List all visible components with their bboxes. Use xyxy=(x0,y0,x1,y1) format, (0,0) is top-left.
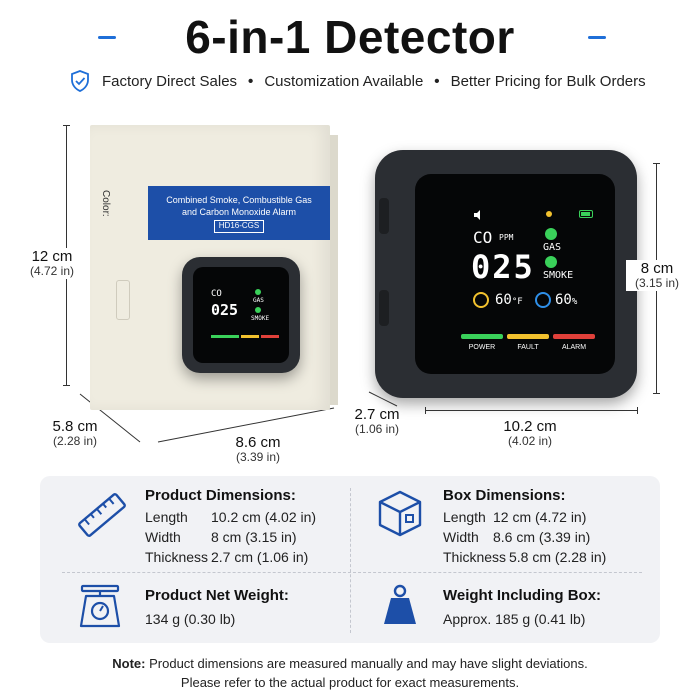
net-weight-value: 134 g (0.30 lb) xyxy=(145,611,236,627)
humidity-icon xyxy=(535,292,551,308)
gas-flame-icon xyxy=(545,228,557,240)
gross-weight-value: Approx. 185 g (0.41 lb) xyxy=(443,611,586,627)
alarm-indicator xyxy=(553,334,595,339)
feature-factory-direct: Factory Direct Sales xyxy=(102,72,238,90)
feature-customization: Customization Available xyxy=(264,72,424,90)
device-thickness-label: 2.7 cm (1.06 in) xyxy=(354,406,400,437)
box-model-number: HD16-CGS xyxy=(213,220,265,234)
box-label-band: Combined Smoke, Combustible Gas and Carb… xyxy=(148,186,330,240)
guide-tick xyxy=(425,407,426,414)
feature-bulk-pricing: Better Pricing for Bulk Orders xyxy=(450,72,646,90)
guide-tick xyxy=(653,163,660,164)
side-button-bottom xyxy=(379,290,389,326)
box-tab-cutout xyxy=(116,280,130,320)
alarm-label: ALARM xyxy=(561,344,587,351)
speaker-icon xyxy=(474,210,480,220)
bullet-separator: • xyxy=(434,72,440,90)
power-indicator xyxy=(461,334,503,339)
temperature-value: 60 xyxy=(495,292,512,308)
feature-line: Factory Direct Sales • Customization Ava… xyxy=(70,69,646,93)
note-line-2: Please refer to the actual product for e… xyxy=(180,675,520,690)
box-depth-label: 5.8 cm (2.28 in) xyxy=(52,418,98,449)
net-weight-title: Product Net Weight: xyxy=(145,587,289,604)
weight-icon xyxy=(384,584,416,624)
humidity-value: 60 xyxy=(555,292,572,308)
shield-check-icon xyxy=(71,70,89,92)
sun-icon xyxy=(546,211,552,217)
box-device-image: CO 025 GAS SMOKE xyxy=(182,257,300,373)
device-width-label: 10.2 cm (4.02 in) xyxy=(503,418,557,449)
box-width-label: 8.6 cm (3.39 in) xyxy=(235,434,281,465)
smoke-status-dot xyxy=(255,307,261,313)
battery-icon xyxy=(579,210,593,218)
gas-label: GAS xyxy=(543,242,562,253)
device-thickness-guide xyxy=(368,391,398,407)
scale-icon xyxy=(79,584,121,628)
title-accent-right xyxy=(588,36,606,39)
gas-status-dot xyxy=(255,289,261,295)
power-label: POWER xyxy=(468,344,496,351)
page-title: 6-in-1 Detector xyxy=(185,11,515,63)
temperature-unit: °F xyxy=(511,297,523,307)
device-screen: CO PPM 025 GAS SMOKE 60°F 60% POWER FAUL… xyxy=(415,174,615,374)
product-dimensions-title: Product Dimensions: xyxy=(145,487,296,504)
note-label: Note: xyxy=(112,656,146,671)
card-horizontal-divider xyxy=(62,572,642,573)
humidity-unit: % xyxy=(571,297,578,307)
device-shell: CO PPM 025 GAS SMOKE 60°F 60% POWER FAUL… xyxy=(375,150,637,398)
box-color-label: Color: xyxy=(100,190,111,217)
smoke-label: SMOKE xyxy=(543,270,574,281)
box-side-face xyxy=(330,135,338,405)
fault-label: FAULT xyxy=(517,344,539,351)
title-accent-left xyxy=(98,36,116,39)
smoke-flame-icon xyxy=(545,256,557,268)
note-line-1: Product dimensions are measured manually… xyxy=(149,656,588,671)
ruler-icon xyxy=(78,493,126,537)
guide-tick xyxy=(63,385,70,386)
ppm-unit: PPM xyxy=(499,233,514,242)
side-button-top xyxy=(379,198,389,234)
guide-tick xyxy=(653,393,660,394)
device-width-guide xyxy=(425,410,638,411)
co-reading: 025 xyxy=(471,248,535,286)
thermometer-icon xyxy=(473,292,489,308)
gross-weight-title: Weight Including Box: xyxy=(443,587,602,604)
bullet-separator: • xyxy=(248,72,254,90)
footnote: Note: Product dimensions are measured ma… xyxy=(0,654,700,692)
card-vertical-divider xyxy=(350,488,351,633)
device-height-label: 8 cm (3.15 in) xyxy=(626,260,688,292)
box-dimensions-title: Box Dimensions: xyxy=(443,487,566,504)
co-label: CO xyxy=(473,228,493,247)
box-width-guide xyxy=(157,407,335,443)
guide-tick xyxy=(637,407,638,414)
box-height-label: 12 cm (4.72 in) xyxy=(22,248,82,280)
guide-tick xyxy=(63,125,70,126)
fault-indicator xyxy=(507,334,549,339)
box-cube-icon xyxy=(378,490,422,537)
